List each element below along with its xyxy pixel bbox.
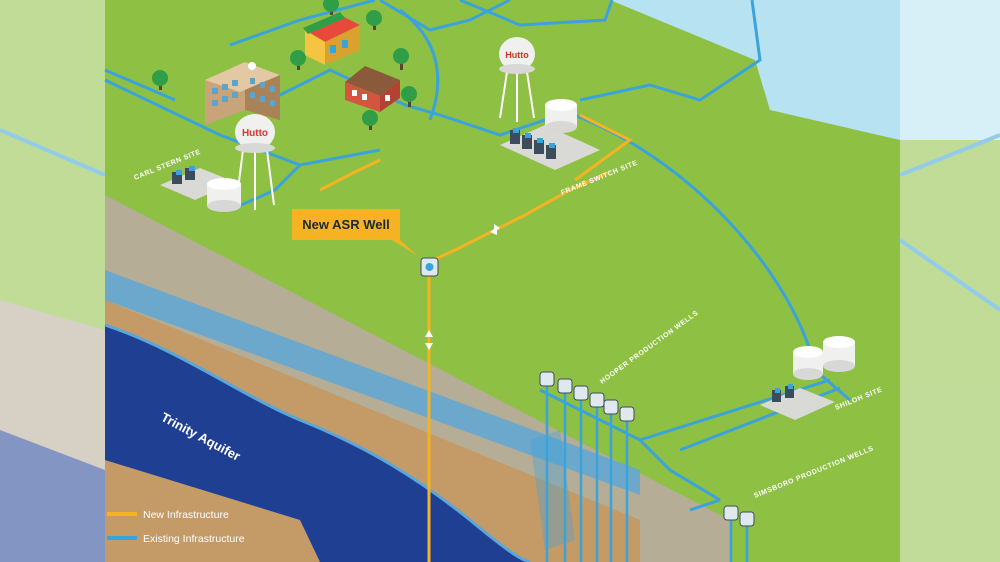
water-tower-2: Hutto — [499, 37, 535, 122]
lower-brown — [105, 460, 320, 562]
legend-swatch-new — [107, 512, 137, 516]
simsboro-well-casings — [729, 520, 749, 562]
red-house — [345, 66, 400, 112]
tower-brand-1: Hutto — [242, 128, 268, 139]
left-blur-panel — [0, 0, 106, 562]
asr-callout: New ASR Well — [292, 209, 418, 256]
trees — [152, 0, 417, 130]
hooper-well-casings — [545, 385, 629, 562]
office-building — [205, 62, 280, 125]
legend-label-existing: Existing Infrastructure — [143, 533, 245, 545]
asr-well-head — [420, 257, 439, 277]
red-shop-building — [303, 12, 360, 65]
shiloh-site — [760, 336, 855, 420]
aquifer-edge — [104, 323, 531, 562]
new-pipes — [319, 113, 633, 562]
flow-arrows — [425, 224, 500, 350]
hooper-well-heads — [539, 371, 635, 422]
shallow-water-band — [105, 270, 640, 495]
legend-label-new: New Infrastructure — [143, 509, 229, 521]
simsboro-well-heads — [723, 505, 755, 527]
asr-callout-label: New ASR Well — [302, 217, 389, 232]
right-blur-panel — [898, 0, 1000, 562]
tower-brand-2: Hutto — [505, 50, 529, 60]
legend-swatch-existing — [107, 536, 137, 540]
water-tower-1: Hutto — [235, 114, 275, 210]
carl-stern-site — [160, 166, 241, 212]
water-area — [610, 0, 900, 140]
legend: New Infrastructure Existing Infrastructu… — [107, 509, 245, 545]
existing-pipes — [104, 0, 851, 512]
frame-switch-site — [500, 99, 600, 170]
